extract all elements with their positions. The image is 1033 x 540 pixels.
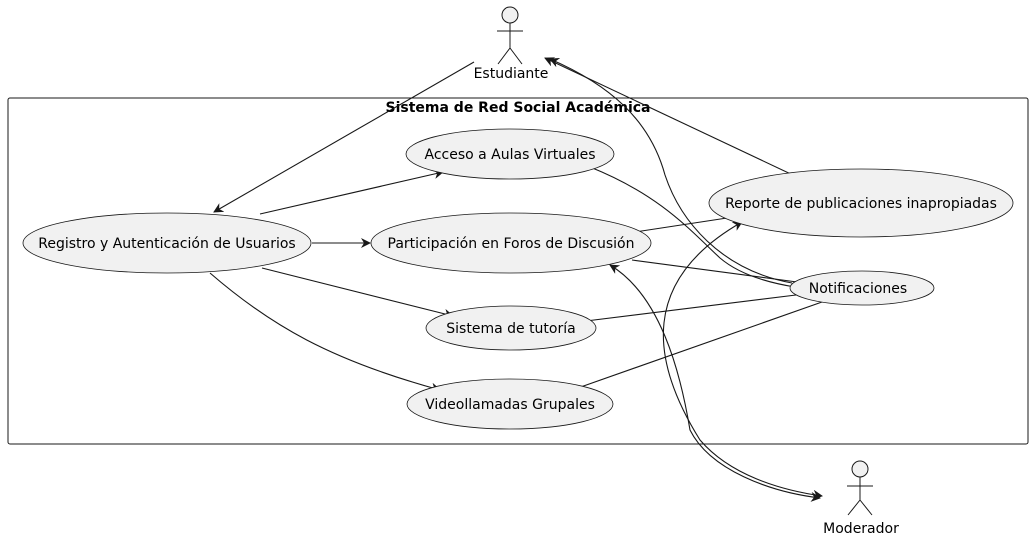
actor-label: Estudiante xyxy=(474,66,549,82)
use-case-video[interactable]: Videollamadas Grupales xyxy=(406,378,614,430)
use-case-label: Acceso a Aulas Virtuales xyxy=(425,147,596,163)
edge-estudiante-registro xyxy=(213,61,475,213)
use-case-label: Reporte de publicaciones inapropiadas xyxy=(725,196,997,212)
edge-foros-reporte xyxy=(634,217,728,233)
actor-body-icon xyxy=(847,477,873,516)
use-case-label: Videollamadas Grupales xyxy=(425,397,595,413)
edge-moderador-reporte xyxy=(662,221,823,500)
use-case-foros[interactable]: Participación en Foros de Discusión xyxy=(370,212,652,274)
use-case-aulas[interactable]: Acceso a Aulas Virtuales xyxy=(405,128,615,180)
use-case-label: Sistema de tutoría xyxy=(446,321,575,337)
system-title: Sistema de Red Social Académica xyxy=(385,100,650,116)
edge-registro-aulas xyxy=(259,169,444,215)
edge-registro-tutoria xyxy=(261,267,454,319)
actor-head-icon xyxy=(851,460,869,478)
actor-estudiante[interactable]: Estudiante xyxy=(474,6,549,82)
use-case-label: Participación en Foros de Discusión xyxy=(388,236,635,252)
use-case-label: Registro y Autenticación de Usuarios xyxy=(38,236,295,252)
associations xyxy=(209,57,823,502)
actor-head-icon xyxy=(501,6,519,24)
edge-video-notificaciones xyxy=(574,301,823,390)
use-case-registro[interactable]: Registro y Autenticación de Usuarios xyxy=(22,212,312,274)
edge-registro-video xyxy=(209,272,441,393)
actor-label: Moderador xyxy=(823,521,899,537)
edge-tutoria-notificaciones xyxy=(585,294,797,322)
actor-moderador[interactable]: Moderador xyxy=(823,460,899,537)
use-case-notificaciones[interactable]: Notificaciones xyxy=(789,270,935,306)
use-case-reporte[interactable]: Reporte de publicaciones inapropiadas xyxy=(708,168,1014,238)
actor-body-icon xyxy=(497,23,523,65)
use-case-tutoria[interactable]: Sistema de tutoría xyxy=(425,305,597,351)
use-case-label: Notificaciones xyxy=(809,281,907,297)
edge-moderador-foros xyxy=(609,264,821,502)
system-boundary xyxy=(7,97,1029,445)
